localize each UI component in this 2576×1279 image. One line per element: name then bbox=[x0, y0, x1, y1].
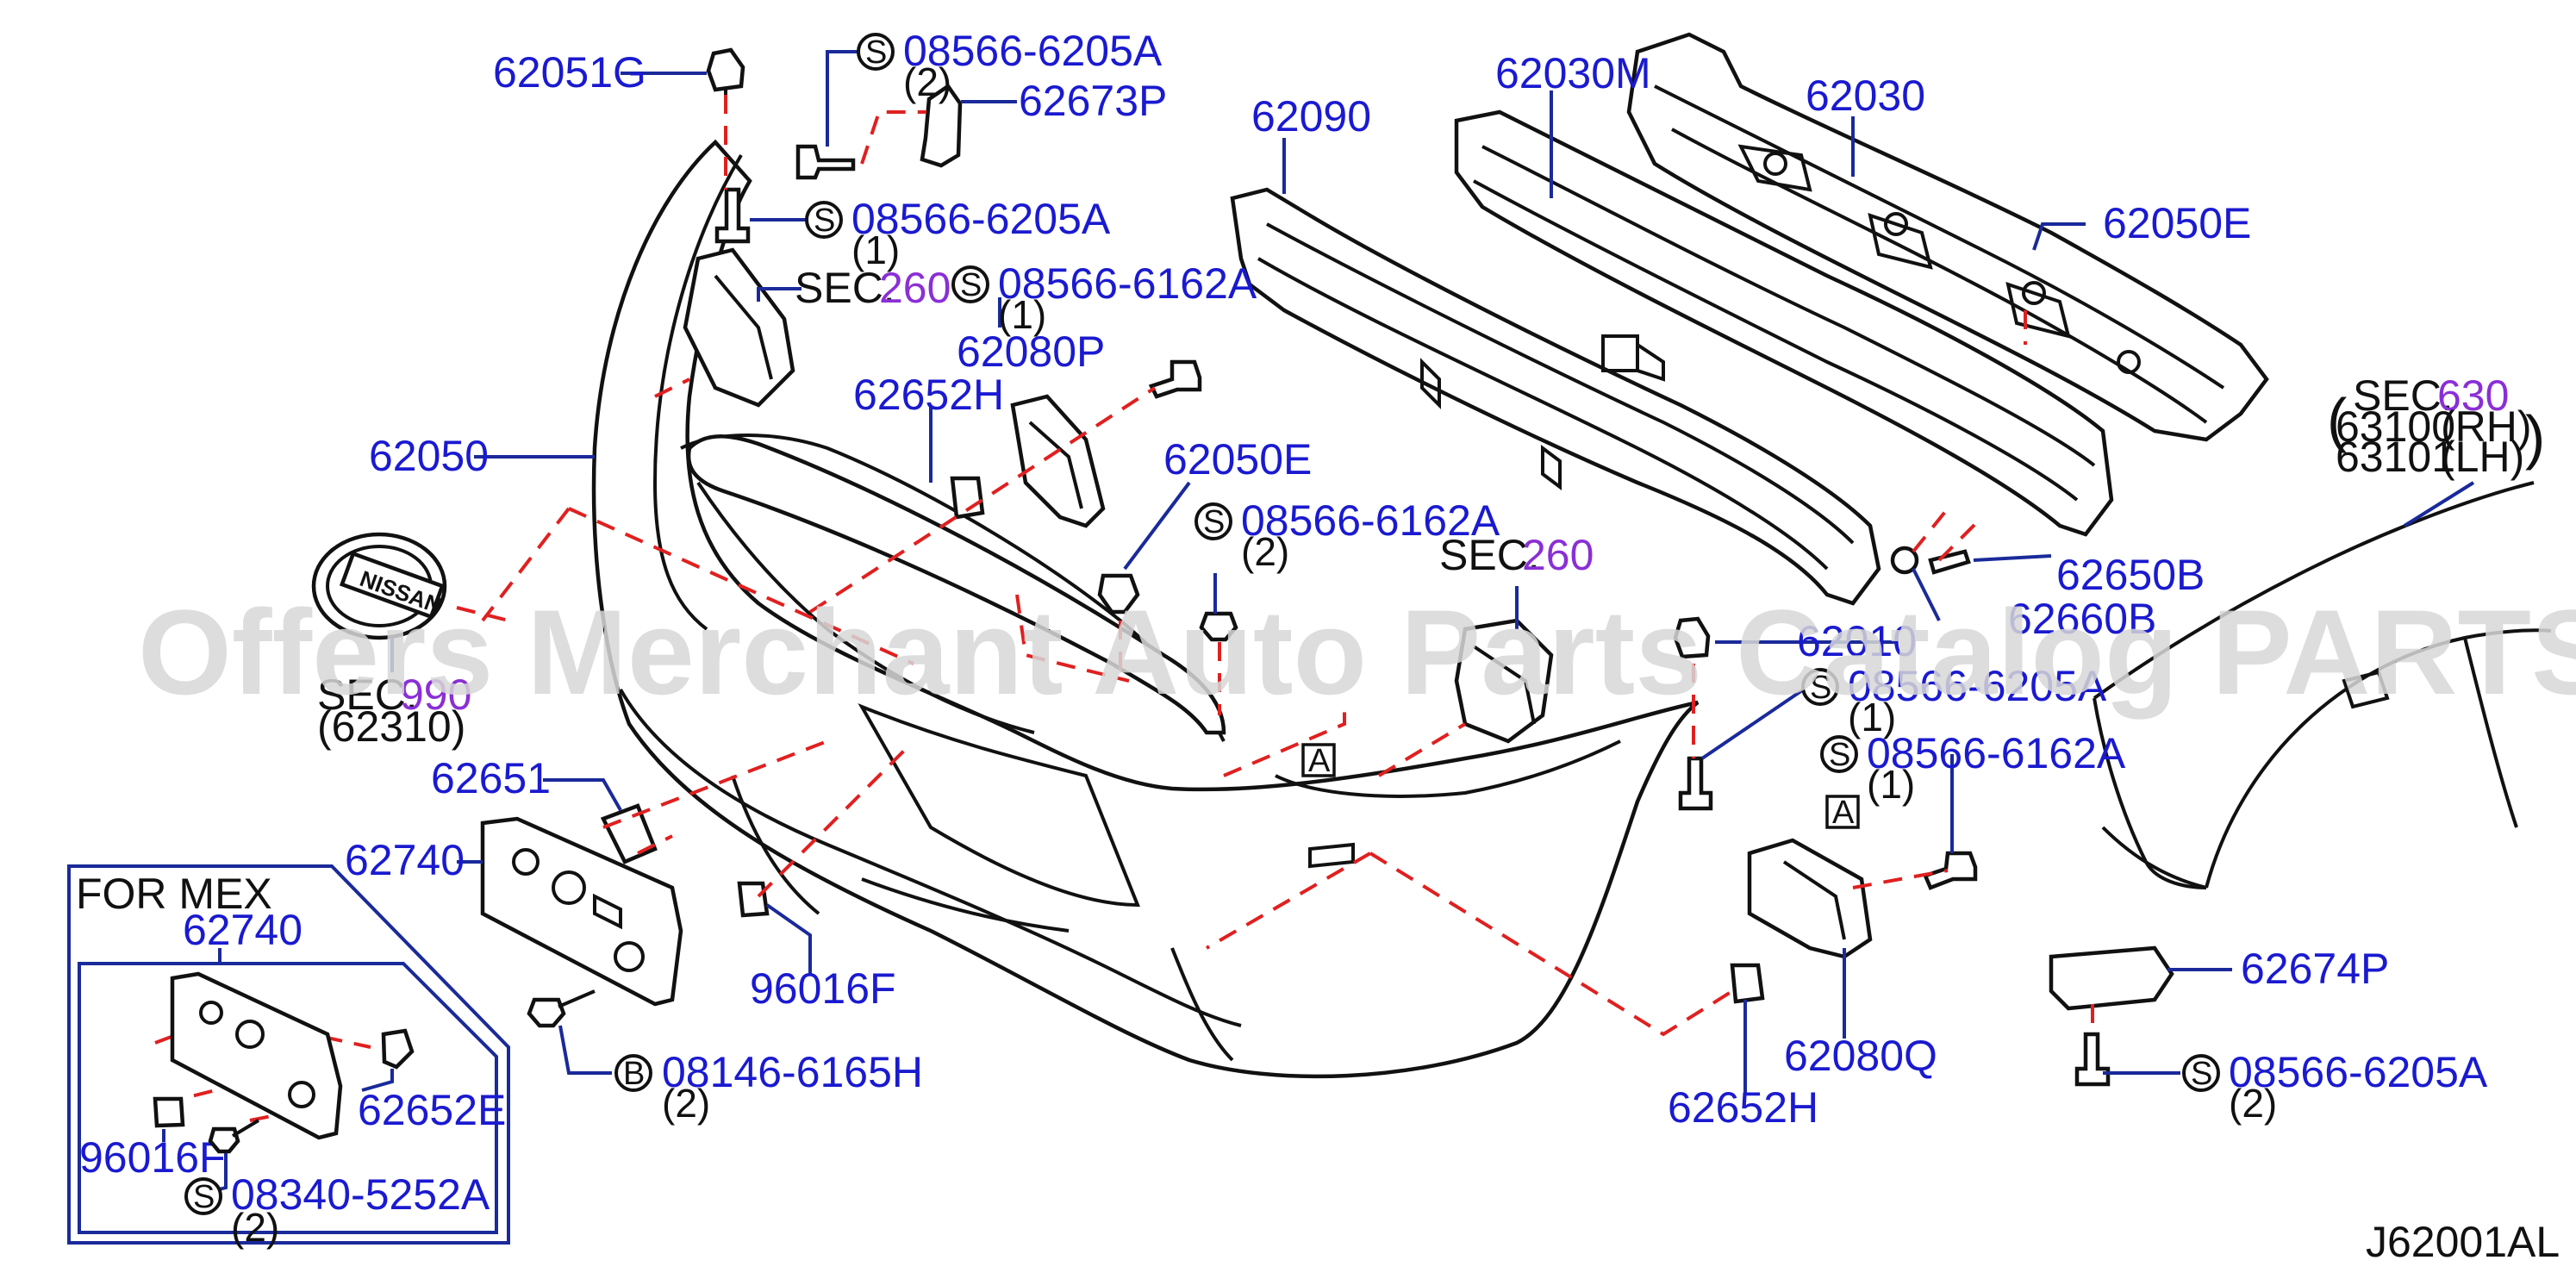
qty-08566-6162A-b: (2) bbox=[1241, 529, 1289, 574]
part-62051G: 62051G bbox=[493, 48, 646, 97]
part-62050E-m: 62050E bbox=[1163, 435, 1312, 484]
part-96016F-mex: 96016F bbox=[79, 1133, 226, 1182]
part-08146-6165H: 08146-6165H bbox=[662, 1048, 923, 1096]
qty-08566-6162A-a: (1) bbox=[998, 292, 1046, 337]
fascia-upper-bar-drawing bbox=[686, 434, 1226, 735]
part-08566-6162A-c: 08566-6162A bbox=[1867, 729, 2126, 777]
part-96016F: 96016F bbox=[750, 964, 896, 1013]
sec-label-260a: SEC. bbox=[795, 264, 895, 312]
part-62080P: 62080P bbox=[957, 328, 1105, 376]
qty-08566-6205A-c: (1) bbox=[1848, 695, 1896, 739]
s-marker-b: S bbox=[805, 201, 843, 239]
sec-990-sub: (62310) bbox=[317, 702, 465, 751]
part-62652H-l: 62652H bbox=[853, 371, 1004, 419]
s-marker-6162A-a: S bbox=[951, 265, 989, 303]
svg-text:S: S bbox=[1810, 670, 1831, 706]
svg-text:B: B bbox=[623, 1056, 645, 1092]
part-62090: 62090 bbox=[1251, 92, 1371, 140]
inset-for-mex: FOR MEX 62740 62652E 96016F S 08340-5252… bbox=[67, 864, 510, 1250]
svg-text:S: S bbox=[193, 1179, 215, 1215]
svg-text:A: A bbox=[1308, 743, 1331, 779]
qty-08566-6205A-top: (2) bbox=[903, 59, 951, 104]
sec-label-990: SEC. bbox=[317, 671, 418, 719]
inset-title: FOR MEX bbox=[76, 870, 272, 918]
part-08340-5252A: 08340-5252A bbox=[231, 1170, 490, 1219]
watermark: Offers Merchant Auto Parts Catalog PARTS… bbox=[138, 584, 2576, 720]
svg-text:S: S bbox=[865, 34, 887, 71]
svg-text:S: S bbox=[814, 203, 835, 239]
svg-text:S: S bbox=[2191, 1056, 2212, 1092]
part-62650B: 62650B bbox=[2056, 551, 2205, 599]
part-62740: 62740 bbox=[345, 836, 465, 884]
part-62740-mex: 62740 bbox=[183, 906, 303, 954]
part-62010: 62010 bbox=[1797, 617, 1917, 665]
svg-text:S: S bbox=[960, 267, 982, 303]
nissan-emblem: NISSAN bbox=[311, 532, 447, 640]
sec-630: 630 bbox=[2437, 371, 2509, 420]
part-08566-6205A-d: 08566-6205A bbox=[2229, 1048, 2488, 1096]
qty-08146-6165H: (2) bbox=[662, 1081, 710, 1126]
part-08566-6162A-a: 08566-6162A bbox=[998, 259, 1257, 308]
svg-text:S: S bbox=[1829, 737, 1850, 773]
a-marker-2: A bbox=[1825, 795, 1860, 831]
bracket-open: ( bbox=[2327, 386, 2347, 453]
part-62651: 62651 bbox=[431, 754, 551, 802]
qty-08566-6205A-b: (1) bbox=[851, 228, 900, 272]
s-marker-6205A-d: S bbox=[2182, 1054, 2220, 1092]
part-62652H-r: 62652H bbox=[1668, 1083, 1818, 1132]
part-62674P: 62674P bbox=[2241, 945, 2389, 993]
upper-support-62030-drawing bbox=[1626, 32, 2269, 442]
small-parts-drawing bbox=[480, 47, 2174, 1087]
qty-08566-6162A-c: (1) bbox=[1867, 762, 1915, 807]
b-marker: B bbox=[614, 1054, 652, 1092]
s-marker-top: S bbox=[857, 33, 895, 71]
sec-990: 990 bbox=[400, 671, 471, 719]
sec-260a: 260 bbox=[879, 264, 951, 312]
reinforcement-62030M-drawing bbox=[1454, 109, 2114, 537]
bumper-armature-62090-drawing bbox=[1230, 187, 1881, 606]
s-marker-6162A-b: S bbox=[1194, 502, 1232, 540]
sec-label-630: SEC. bbox=[2353, 371, 2454, 420]
part-63101: 63101 bbox=[2336, 433, 2455, 481]
bumper-fascia-drawing bbox=[591, 139, 1700, 1079]
drawing-code: J62001AL bbox=[2366, 1218, 2560, 1266]
svg-text:A: A bbox=[1832, 795, 1855, 831]
s-marker-6162A-c: S bbox=[1820, 735, 1858, 773]
side-63101: (LH) bbox=[2441, 433, 2524, 481]
svg-text:S: S bbox=[1203, 504, 1225, 540]
part-62050E-r: 62050E bbox=[2103, 199, 2251, 247]
part-63100: 63100 bbox=[2336, 402, 2455, 451]
sec-260b: 260 bbox=[1522, 531, 1594, 579]
part-62080Q: 62080Q bbox=[1784, 1032, 1937, 1080]
qty-08340-5252A: (2) bbox=[231, 1205, 279, 1250]
a-marker-1: A bbox=[1301, 743, 1336, 779]
fender-drawing bbox=[2093, 481, 2552, 889]
bracket-close: ) bbox=[2525, 403, 2545, 471]
part-62660B: 62660B bbox=[2008, 595, 2156, 643]
part-08566-6205A-b: 08566-6205A bbox=[851, 195, 1111, 243]
s-marker-inset: S bbox=[184, 1177, 222, 1215]
part-62030M: 62030M bbox=[1495, 49, 1651, 97]
sec-label-260b: SEC. bbox=[1439, 531, 1540, 579]
side-63100: (RH) bbox=[2441, 402, 2532, 451]
part-08566-6205A-top: 08566-6205A bbox=[903, 27, 1163, 75]
part-62030: 62030 bbox=[1806, 72, 1925, 120]
part-62652E: 62652E bbox=[358, 1086, 506, 1134]
s-marker-6205A-c: S bbox=[1801, 668, 1839, 706]
part-08566-6162A-b: 08566-6162A bbox=[1241, 496, 1500, 545]
part-08566-6205A-c: 08566-6205A bbox=[1848, 662, 2107, 710]
part-62673P: 62673P bbox=[1019, 77, 1167, 125]
qty-08566-6205A-d: (2) bbox=[2229, 1081, 2277, 1126]
part-labels: 62051G S 08566-6205A (2) 62673P S 08566-… bbox=[317, 27, 2560, 1266]
part-62050: 62050 bbox=[369, 432, 489, 480]
